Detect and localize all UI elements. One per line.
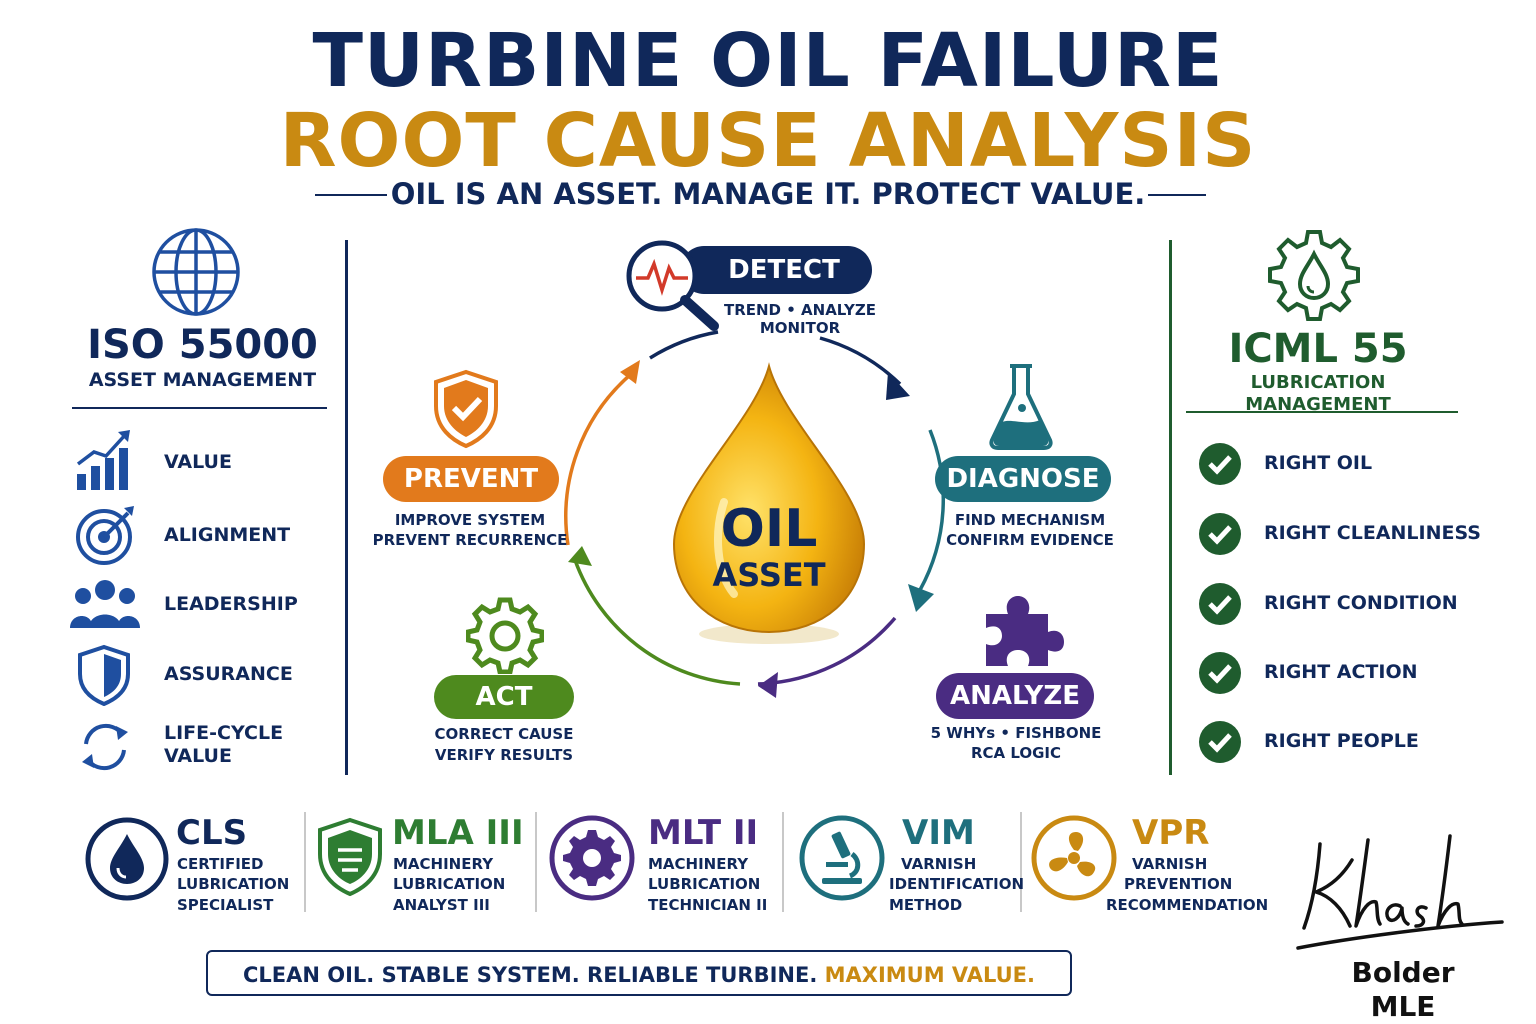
gear-badge-icon [549, 815, 635, 901]
tagline-rule-left [315, 194, 387, 196]
cert-vpr-line2: PREVENTION [1124, 875, 1233, 893]
cert-mlt-title: MLT II [648, 813, 759, 853]
cert-vim-line3: METHOD [889, 896, 963, 914]
analyze-line2: RCA LOGIC [970, 744, 1062, 762]
globe-icon [152, 228, 240, 316]
cert-vpr-line3: RECOMMENDATION [1106, 896, 1269, 914]
signature-mark [1296, 834, 1504, 950]
left-item-leadership: LEADERSHIP [164, 593, 298, 615]
oil-drop-icon [672, 362, 866, 644]
act-line2: VERIFY RESULTS [434, 746, 574, 764]
prevent-line2: PREVENT RECURRENCE [372, 531, 568, 549]
cert-mla-line1: MACHINERY [393, 855, 494, 873]
cert-mla-title: MLA III [392, 813, 524, 853]
cert-cls-line2: LUBRICATION [177, 875, 290, 893]
shield-icon [78, 644, 130, 706]
check-circle-icon [1199, 583, 1241, 625]
oil-drop-text-line2: ASSET [712, 556, 826, 594]
cert-divider-1 [304, 812, 306, 912]
diagnose-line1: FIND MECHANISM [954, 511, 1106, 529]
detect-pill: DETECT [680, 246, 872, 294]
left-item-alignment: ALIGNMENT [164, 524, 291, 546]
cert-vim-line2: IDENTIFICATION [889, 875, 1025, 893]
drop-icon [85, 817, 169, 901]
cycle-arrows-icon [82, 723, 128, 771]
analyze-line1: 5 WHYs • FISHBONE [930, 724, 1102, 742]
left-item-assurance: ASSURANCE [164, 663, 293, 685]
cert-mlt-line2: LUBRICATION [648, 875, 761, 893]
gear-drop-icon [1268, 230, 1360, 321]
cert-cls-line3: SPECIALIST [177, 896, 274, 914]
right-item-label: RIGHT CONDITION [1264, 592, 1458, 614]
act-pill: ACT [434, 675, 574, 719]
right-item-label: RIGHT OIL [1264, 452, 1373, 474]
left-item-lifecycle-line1: LIFE-CYCLE [164, 722, 284, 744]
check-circle-icon [1199, 443, 1241, 485]
diagnose-line2: CONFIRM EVIDENCE [946, 531, 1114, 549]
fan-icon [1031, 815, 1117, 901]
iso-subtitle: ASSET MANAGEMENT [88, 369, 317, 391]
left-item-value: VALUE [164, 451, 232, 473]
cert-mlt-line1: MACHINERY [648, 855, 749, 873]
microscope-icon [799, 815, 885, 901]
puzzle-icon [986, 596, 1064, 666]
detect-line1: TREND • ANALYZE [723, 301, 877, 319]
iso-title: ISO 55000 [87, 322, 318, 368]
oil-drop-text-line1: OIL [720, 499, 818, 559]
left-item-lifecycle-line2: VALUE [164, 745, 232, 767]
cert-vim-line1: VARNISH [901, 855, 977, 873]
analyze-pill: ANALYZE [936, 673, 1094, 719]
tagline-rule-right [1148, 194, 1206, 196]
cert-divider-2 [535, 812, 537, 912]
iso-underline [72, 407, 327, 409]
magnifier-icon [626, 240, 719, 331]
cert-cls-title: CLS [176, 813, 248, 853]
target-icon [76, 506, 134, 565]
prevent-line1: IMPROVE SYSTEM [394, 511, 546, 529]
team-icon [70, 580, 140, 628]
act-line1: CORRECT CAUSE [434, 725, 574, 743]
shield-badge-icon [318, 817, 382, 897]
cert-vpr-line1: VARNISH [1132, 855, 1208, 873]
footer-text-main: CLEAN OIL. STABLE SYSTEM. RELIABLE TURBI… [242, 963, 818, 987]
footer-banner: CLEAN OIL. STABLE SYSTEM. RELIABLE TURBI… [206, 950, 1072, 996]
cert-vim-title: VIM [902, 813, 975, 853]
title-line-1: TURBINE OIL FAILURE [312, 18, 1224, 104]
cert-mla-line2: LUBRICATION [393, 875, 506, 893]
cert-vpr-title: VPR [1132, 813, 1210, 853]
right-separator [1169, 240, 1172, 775]
left-separator [345, 240, 348, 775]
check-circle-icon [1199, 652, 1241, 694]
icml-subtitle: LUBRICATION MANAGEMENT [1245, 372, 1391, 415]
cert-divider-4 [1020, 812, 1022, 912]
shield-check-icon [434, 369, 498, 449]
icml-underline [1186, 411, 1458, 413]
signature-name: Bolder MLE [1351, 956, 1455, 1023]
prevent-pill: PREVENT [383, 456, 559, 502]
diagnose-pill: DIAGNOSE [935, 456, 1111, 502]
right-item-label: RIGHT PEOPLE [1264, 730, 1419, 752]
cert-cls-line1: CERTIFIED [177, 855, 264, 873]
icml-title: ICML 55 [1228, 326, 1408, 372]
tagline: OIL IS AN ASSET. MANAGE IT. PROTECT VALU… [390, 177, 1146, 211]
right-item-label: RIGHT ACTION [1264, 661, 1418, 683]
check-circle-icon [1199, 513, 1241, 555]
flask-icon [989, 364, 1053, 450]
cert-mla-line3: ANALYST III [393, 896, 490, 914]
cycle-ring [564, 330, 945, 698]
check-circle-icon [1199, 721, 1241, 763]
growth-chart-icon [76, 430, 130, 490]
cert-divider-3 [782, 812, 784, 912]
title-line-2: ROOT CAUSE ANALYSIS [279, 98, 1257, 184]
detect-line2: MONITOR [759, 319, 841, 337]
cert-mlt-line3: TECHNICIAN II [648, 896, 768, 914]
right-item-label: RIGHT CLEANLINESS [1264, 522, 1481, 544]
footer-text-highlight: MAXIMUM VALUE. [824, 963, 1036, 987]
gear-icon [466, 597, 544, 674]
